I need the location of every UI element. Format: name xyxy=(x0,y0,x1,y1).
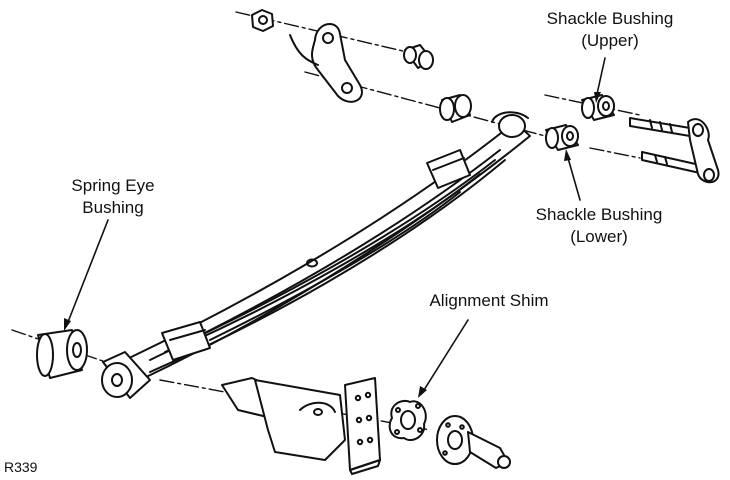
shackle-bushing-lower xyxy=(545,124,579,151)
rear-eye-bushing xyxy=(439,94,472,123)
figure-code: R339 xyxy=(4,459,38,475)
label-spring-eye-line1: Spring Eye xyxy=(71,176,155,195)
label-shackle-upper-line1: Shackle Bushing xyxy=(546,9,674,28)
label-spring-eye-bushing: Spring Eye Bushing xyxy=(58,175,168,219)
shackle-plate xyxy=(289,23,363,103)
shackle-bushing-upper-top xyxy=(403,44,434,70)
arrow-shackle-lower xyxy=(567,157,581,201)
label-spring-eye-line2: Bushing xyxy=(82,198,144,217)
shackle-assembly xyxy=(629,117,720,184)
axle-spindle xyxy=(436,415,511,469)
spring-eye-bushing xyxy=(36,329,88,379)
shackle-bushing-upper xyxy=(581,94,615,121)
label-shackle-lower-line2: (Lower) xyxy=(570,227,628,246)
arrow-shackle-upper xyxy=(596,57,606,95)
label-shackle-bushing-upper: Shackle Bushing (Upper) xyxy=(535,8,685,52)
arrow-spring-eye xyxy=(67,219,109,323)
leaf-spring xyxy=(101,111,531,399)
arrow-alignment-shim xyxy=(423,319,469,391)
hanger-nut xyxy=(251,9,274,32)
front-hanger-bracket xyxy=(221,377,381,475)
label-shackle-upper-line2: (Upper) xyxy=(581,31,639,50)
alignment-shim xyxy=(388,399,427,442)
label-shackle-bushing-lower: Shackle Bushing (Lower) xyxy=(524,204,674,248)
label-alignment-shim: Alignment Shim xyxy=(429,291,549,310)
leader-arrows xyxy=(64,57,606,398)
label-shackle-lower-line1: Shackle Bushing xyxy=(535,205,663,224)
